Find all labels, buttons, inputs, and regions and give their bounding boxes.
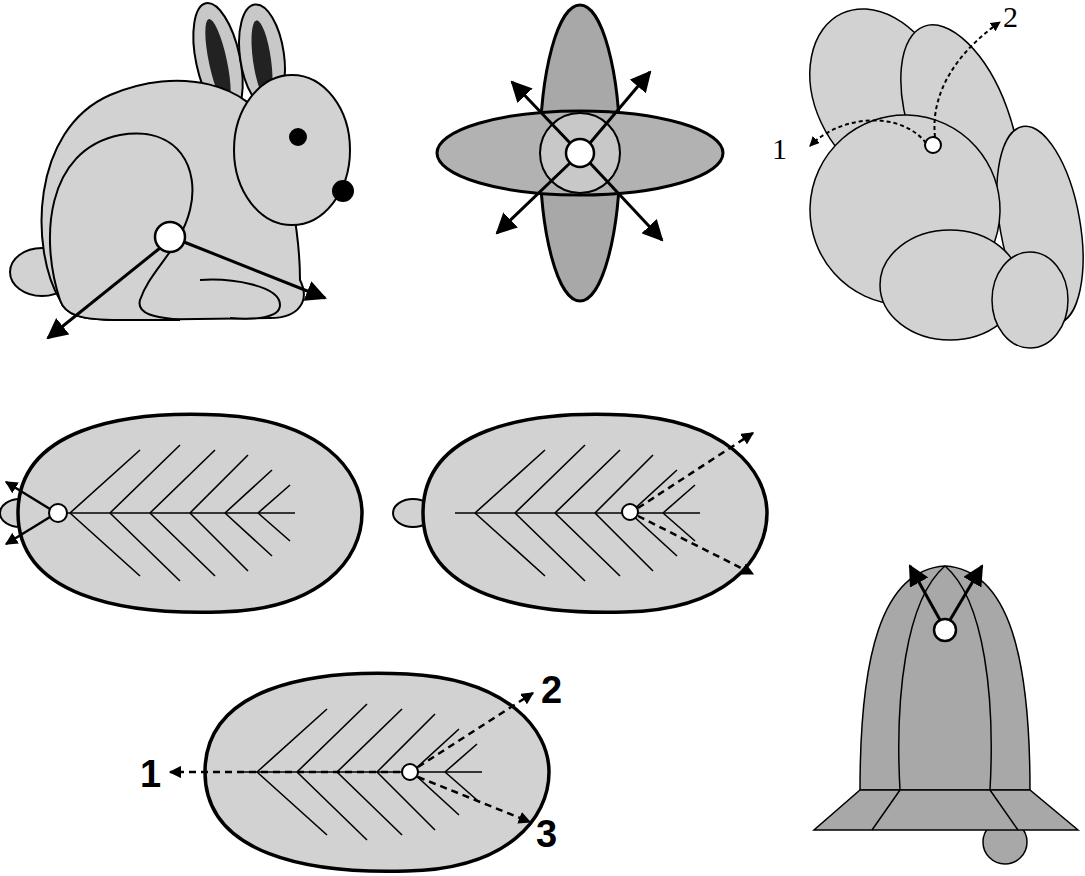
axis-number: 3: [536, 815, 557, 853]
flower: [437, 5, 723, 301]
scale-cluster: [783, 0, 1085, 348]
axis-number: 1: [140, 755, 161, 793]
leaf-stem-axis: [0, 414, 362, 612]
bell: [814, 566, 1078, 864]
axis-number: 2: [541, 671, 562, 709]
leaf-tip-axis: [393, 414, 767, 612]
rabbit: [10, 0, 353, 338]
callout-number: 1: [772, 134, 787, 164]
callout-number: 2: [1003, 2, 1018, 32]
leaf-three-axes: [170, 673, 549, 871]
